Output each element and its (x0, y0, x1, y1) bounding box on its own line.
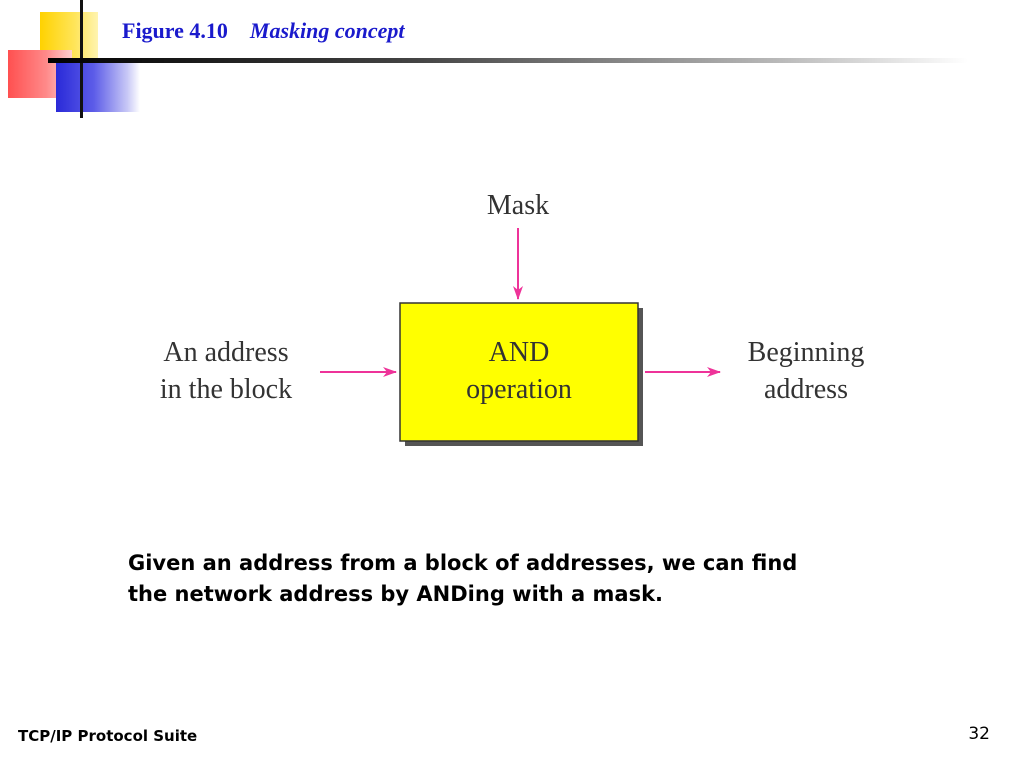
input-label-line2: in the block (160, 374, 292, 405)
box-label-line2: operation (466, 374, 572, 405)
figure-title: Masking concept (249, 18, 405, 43)
footer-title: TCP/IP Protocol Suite (18, 727, 198, 745)
page-number: 32 (968, 724, 990, 744)
caption-line2: the network address by ANDing with a mas… (128, 582, 664, 606)
input-label-line1: An address (163, 337, 288, 368)
caption: Given an address from a block of address… (128, 548, 888, 610)
corner-decoration-blue (56, 62, 140, 112)
box-label-line1: AND (489, 337, 550, 368)
figure-number: Figure 4.10 (122, 18, 228, 43)
title-underline (48, 58, 968, 63)
mask-label: Mask (487, 190, 549, 221)
and-operation-box (399, 302, 639, 442)
caption-line1: Given an address from a block of address… (128, 551, 798, 575)
slide-title: Figure 4.10 Masking concept (122, 18, 405, 44)
output-label-line1: Beginning (748, 337, 865, 368)
output-label-line2: address (764, 374, 848, 405)
